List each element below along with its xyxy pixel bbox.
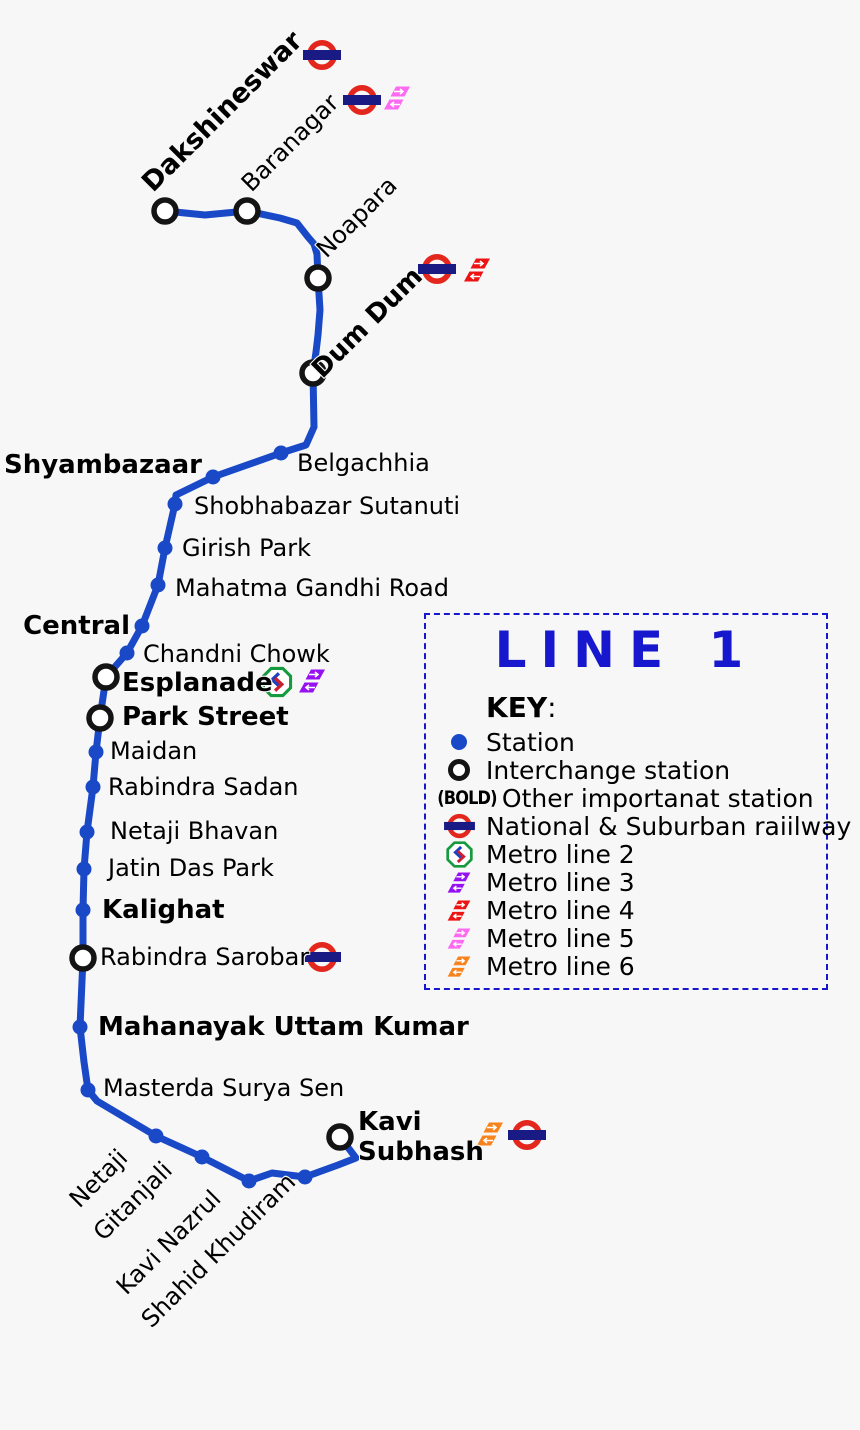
interchange-ring	[304, 264, 332, 292]
interchange-ring	[299, 359, 327, 387]
station-dot	[88, 744, 104, 760]
key-colon: :	[547, 691, 557, 724]
legend-item-icon	[432, 927, 486, 949]
metro-line-4-icon	[447, 899, 471, 921]
station-dot	[76, 861, 92, 877]
legend-item: Metro line 3	[426, 867, 826, 897]
station-dot	[297, 1169, 313, 1185]
legend-box: LINE 1 KEY: Station Interchange station(…	[424, 613, 851, 990]
legend-title: LINE 1	[494, 621, 758, 679]
station-dot	[157, 540, 173, 556]
station-dot	[167, 496, 183, 512]
legend-item: Interchange station	[426, 755, 826, 785]
legend-item: Metro line 5	[426, 923, 826, 953]
legend-item-label: Metro line 5	[486, 923, 635, 953]
station-dot	[148, 1128, 164, 1144]
interchange-ring	[233, 197, 261, 225]
metro-line-2-icon	[445, 840, 473, 868]
legend-item-icon	[432, 758, 486, 782]
legend-item: National & Suburban raiilway	[426, 812, 851, 841]
interchange-ring	[92, 663, 120, 691]
station-dot	[85, 779, 101, 795]
line-1-route	[76, 207, 360, 1185]
station-dot	[79, 824, 95, 840]
station-dot	[150, 577, 166, 593]
station-dot	[72, 1019, 88, 1035]
station-dot	[194, 1149, 210, 1165]
legend-item: Metro line 6	[426, 951, 826, 981]
legend-item-icon	[432, 871, 486, 893]
legend-item-icon	[432, 955, 486, 977]
legend-item-label: Station	[486, 727, 575, 757]
metro-line-6-icon	[447, 955, 471, 977]
station-dot	[273, 445, 289, 461]
legend-item: Metro line 4	[426, 895, 826, 925]
station-dot	[80, 1082, 96, 1098]
legend-key-heading: KEY:	[486, 691, 826, 724]
metro-line-3-icon	[447, 871, 471, 893]
legend-item-label: Metro line 2	[486, 839, 635, 869]
key-label: KEY	[486, 691, 548, 724]
legend-item: (BOLD)Other importanat station	[437, 783, 814, 813]
station-dot	[75, 902, 91, 918]
interchange-ring	[151, 197, 179, 225]
interchange-ring	[86, 704, 114, 732]
legend-item-icon	[432, 733, 486, 751]
station-dot	[119, 645, 135, 661]
legend-items: Station Interchange station(BOLD)Other i…	[426, 727, 851, 981]
station-dot	[134, 618, 150, 634]
legend-item-label: Metro line 3	[486, 867, 635, 897]
legend-item-icon	[432, 813, 486, 839]
legend-item-icon	[432, 840, 486, 868]
station-dot-icon	[451, 734, 467, 750]
interchange-ring-icon	[448, 759, 470, 781]
legend-item-icon	[432, 899, 486, 921]
legend-item-label: Metro line 4	[486, 895, 635, 925]
interchange-ring	[326, 1123, 354, 1151]
interchange-ring	[69, 944, 97, 972]
metro-line-5-icon	[447, 927, 471, 949]
station-dot	[241, 1173, 257, 1189]
legend-item: Station	[426, 727, 826, 757]
legend-item-label: Other importanat station	[501, 783, 814, 813]
legend-item-label: Metro line 6	[486, 951, 635, 981]
station-dot	[205, 469, 221, 485]
legend-item: Metro line 2	[426, 839, 826, 869]
legend-item-label: National & Suburban raiilway	[486, 811, 852, 841]
railway-roundel-icon	[443, 813, 475, 839]
legend-item-label: Interchange station	[486, 755, 731, 785]
